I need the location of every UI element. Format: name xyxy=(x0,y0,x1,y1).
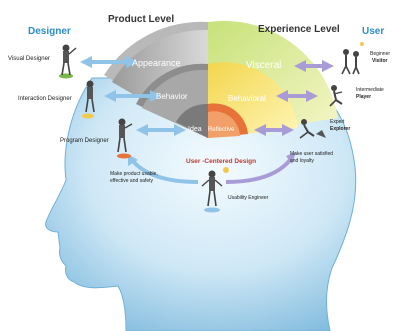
expert-explorer-figure xyxy=(299,119,326,139)
visual-designer-label: Visual Designer xyxy=(8,56,50,62)
expert-label: Expert xyxy=(330,119,345,125)
beginner-label: Beginner xyxy=(370,51,391,57)
usability-engineer-label: Usability Engineer xyxy=(228,195,269,201)
visitor-label: Visitor xyxy=(372,58,388,64)
ucd-left-arc-arrow xyxy=(130,158,199,184)
experience-ring-reflective-glow xyxy=(208,111,240,138)
intermediate-label: Intermediate xyxy=(356,87,384,93)
experience-level-header: Experience Level xyxy=(258,24,340,35)
head-silhouette xyxy=(45,77,357,331)
ucd-right-arrowhead xyxy=(286,152,296,164)
ucd-left-arrowhead xyxy=(128,154,138,166)
behavior-label: Behavior xyxy=(156,92,188,101)
arrow-program-designer xyxy=(136,124,186,136)
product-ring-idea xyxy=(176,103,208,138)
behavioral-label: Behavioral xyxy=(228,94,266,103)
interaction-designer-label: Interaction Designer xyxy=(18,96,72,102)
visceral-label: Visceral xyxy=(246,60,282,71)
arrow-visual-designer xyxy=(80,56,138,68)
left-note-line2: effective and safety xyxy=(110,178,153,184)
product-level-header: Product Level xyxy=(108,14,175,25)
visual-designer-figure xyxy=(59,44,77,79)
designer-header: Designer xyxy=(28,26,71,37)
player-label: Player xyxy=(356,94,372,100)
idea-label: Idea xyxy=(188,126,202,133)
program-designer-label: Program Designer xyxy=(60,138,109,144)
explorer-label: Explorer xyxy=(330,126,351,132)
ucd-right-arc-arrow xyxy=(225,158,292,184)
arrow-interaction-designer xyxy=(104,90,162,102)
beginner-visitor-figure xyxy=(341,42,364,75)
usability-engineer-figure xyxy=(201,167,229,213)
right-note-line2: and loyalty xyxy=(290,158,314,164)
appearance-label: Appearance xyxy=(132,58,181,68)
right-note-line1: Make user satisfied xyxy=(290,151,334,157)
arrow-beginner xyxy=(294,60,334,72)
ucd-label: User -Centered Design xyxy=(186,158,257,165)
reflective-label: Reflective xyxy=(208,127,235,133)
intermediate-player-figure xyxy=(329,85,343,107)
arrow-intermediate xyxy=(276,90,318,102)
left-note-line1: Make product usable, xyxy=(110,171,158,177)
user-header: User xyxy=(362,26,385,37)
interaction-designer-figure xyxy=(82,80,95,119)
arrow-expert xyxy=(254,124,294,136)
program-designer-figure xyxy=(117,118,133,159)
